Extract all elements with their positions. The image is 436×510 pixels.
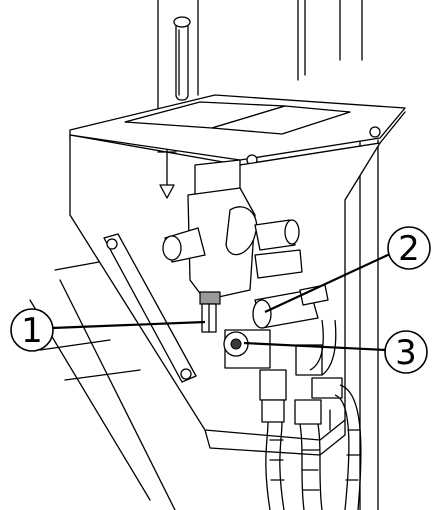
callout-1-label: 1 bbox=[21, 311, 43, 351]
callout-2: 2 bbox=[264, 226, 431, 313]
column-frame bbox=[29, 0, 379, 510]
valve-body bbox=[162, 159, 329, 369]
callout-3-circle bbox=[384, 330, 428, 374]
callout-3: 3 bbox=[243, 330, 428, 374]
callout-2-circle bbox=[387, 226, 431, 270]
callout-1-leader bbox=[51, 320, 206, 330]
top-plate bbox=[69, 94, 406, 166]
callout-3-leader bbox=[243, 341, 387, 352]
slotted-rail bbox=[103, 233, 197, 383]
callout-1: 1 bbox=[10, 308, 206, 352]
hose-fittings bbox=[259, 319, 362, 510]
down-arrow-icon bbox=[157, 149, 177, 199]
callout-3-label: 3 bbox=[395, 333, 417, 373]
lever-handle bbox=[173, 16, 191, 101]
callout-2-leader bbox=[264, 253, 391, 313]
valve-plunger bbox=[201, 303, 217, 333]
callout-2-label: 2 bbox=[398, 229, 420, 269]
callout-1-circle bbox=[10, 308, 54, 352]
